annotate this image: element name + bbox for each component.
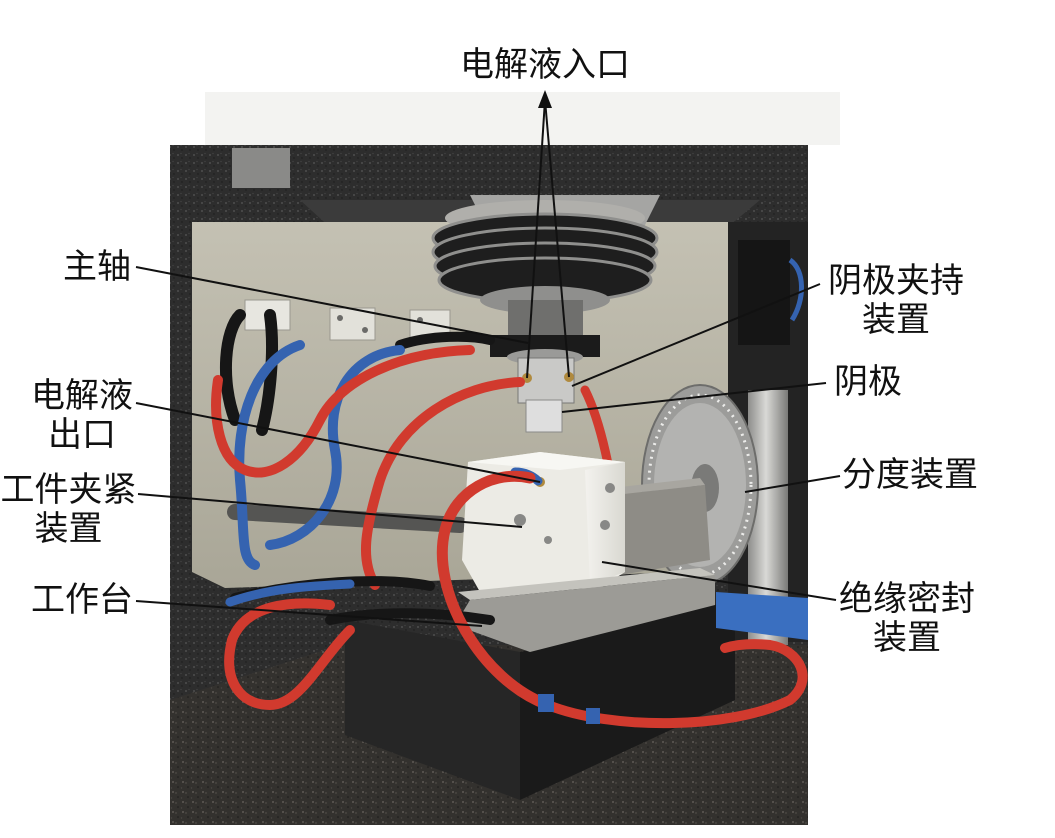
label-line: 装置 <box>34 509 103 549</box>
inlet-arrowhead <box>538 90 552 108</box>
leader-line-cathode-holder <box>571 283 821 387</box>
fixture-top <box>468 452 625 470</box>
red-hose <box>224 598 355 711</box>
leader-line-indexing <box>744 475 841 493</box>
black-cable <box>256 309 279 436</box>
leader-line-inlet <box>544 99 570 378</box>
base-right-face <box>520 600 735 800</box>
top-column-block <box>232 148 290 188</box>
fixture-bolt <box>600 520 610 530</box>
red-hose <box>211 345 475 478</box>
panel-screw <box>362 327 368 333</box>
panel-bracket <box>329 307 376 341</box>
label-indexing-device: 分度装置 <box>842 455 978 495</box>
label-line: 工件夹紧 <box>0 470 137 510</box>
black-cable <box>395 331 495 350</box>
fixture-bolt <box>544 536 552 544</box>
label-line: 装置 <box>862 300 930 340</box>
blue-rail <box>716 592 808 640</box>
label-insulation-seal: 绝缘密封 装置 <box>836 580 978 658</box>
leader-line-cathode <box>561 382 827 413</box>
black-cable <box>220 309 246 426</box>
leader-line-spindle <box>135 266 529 344</box>
red-hose <box>543 639 808 729</box>
label-spindle: 主轴 <box>63 247 131 287</box>
hose-tape <box>538 694 554 712</box>
photo-top-backdrop <box>170 92 840 152</box>
motor-cable <box>788 257 804 322</box>
photo <box>170 92 840 825</box>
fixture-bolt <box>514 514 526 526</box>
leader-line-insulation <box>601 561 837 601</box>
red-hose <box>436 470 554 711</box>
blue-hose <box>225 579 355 607</box>
fixture-bolt <box>605 483 615 493</box>
leader-line-outlet <box>135 402 541 483</box>
hose-tape <box>586 708 600 724</box>
left-gray-pipe <box>227 504 468 533</box>
housing-body <box>615 485 710 575</box>
insulation-seal-fixture <box>462 452 625 592</box>
worktable-base <box>345 568 735 800</box>
label-worktable: 工作台 <box>31 580 133 620</box>
label-cathode-holder: 阴极夹持 装置 <box>818 262 974 340</box>
fixture-body <box>462 452 625 592</box>
spindle-body <box>508 300 583 340</box>
label-cathode: 阴极 <box>834 362 902 402</box>
label-line: 电解液 <box>31 376 133 416</box>
label-line: 阴极夹持 <box>828 261 964 301</box>
label-line: 绝缘密封 <box>839 579 975 619</box>
leader-line-clamp <box>137 493 523 528</box>
housing-top <box>612 478 705 495</box>
panel-screw <box>337 315 343 321</box>
leader-line-worktable <box>135 600 483 627</box>
motor-box <box>738 240 790 345</box>
label-line: 出口 <box>48 415 116 455</box>
cathode <box>525 399 563 433</box>
leader-line-inlet <box>526 99 546 379</box>
label-electrolyte-outlet: 电解液 出口 <box>28 377 136 455</box>
base-left-face <box>345 620 520 800</box>
label-workpiece-clamp: 工件夹紧 装置 <box>0 471 137 549</box>
indexing-housing <box>612 478 710 575</box>
label-line: 装置 <box>873 618 941 658</box>
worktable-plate-front <box>455 575 715 652</box>
blue-hose <box>265 345 405 550</box>
label-electrolyte-inlet: 电解液入口 <box>460 45 630 85</box>
leader-lines <box>135 90 841 627</box>
spindle <box>490 300 600 433</box>
red-hose <box>361 377 525 590</box>
worktable-plate-top <box>458 568 715 600</box>
